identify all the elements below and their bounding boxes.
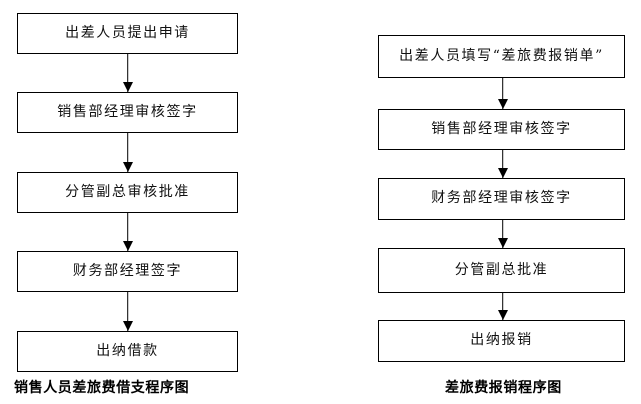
arrow-head [122,162,133,172]
arrow-down-icon [496,78,509,109]
arrow-shaft [501,150,504,178]
arrow-head [497,99,508,109]
process-node[interactable]: 销售部经理审核签字 [17,92,238,133]
arrow-down-icon [121,213,134,251]
arrow-head [122,241,133,251]
process-node-label: 财务部经理审核签字 [431,190,572,207]
process-node-label: 销售部经理审核签字 [57,103,198,120]
arrow-shaft [501,78,504,109]
arrow-shaft [126,133,129,172]
process-node[interactable]: 出纳报销 [378,320,625,362]
arrow-head [497,310,508,320]
process-node-label: 出纳借款 [96,342,159,359]
arrow-shaft [126,54,129,92]
diagram-caption: 销售人员差旅费借支程序图 [14,380,190,396]
process-node-label: 分管副总批准 [454,261,549,278]
process-node[interactable]: 分管副总审核批准 [17,172,238,213]
arrow-head [497,168,508,178]
arrow-head [122,321,133,331]
arrow-shaft [126,292,129,331]
process-node-label: 分管副总审核批准 [65,183,190,200]
arrow-shaft [501,293,504,320]
process-node[interactable]: 出差人员填写“差旅费报销单” [378,35,625,78]
arrow-head [497,238,508,248]
process-node[interactable]: 出差人员提出申请 [17,13,238,54]
process-node-label: 出差人员提出申请 [65,24,190,41]
process-node[interactable]: 出纳借款 [17,331,238,372]
process-node-label: 财务部经理签字 [72,262,183,279]
diagram-caption: 差旅费报销程序图 [445,380,562,396]
arrow-down-icon [496,293,509,320]
process-node-label: 出差人员填写“差旅费报销单” [399,47,604,64]
arrow-shaft [501,220,504,248]
arrow-shaft [126,213,129,251]
process-node[interactable]: 财务部经理签字 [17,251,238,292]
arrow-down-icon [496,220,509,248]
process-node[interactable]: 销售部经理审核签字 [378,109,625,150]
arrow-down-icon [121,292,134,331]
arrow-down-icon [121,54,134,92]
arrow-head [122,82,133,92]
process-node-label: 销售部经理审核签字 [431,120,572,137]
process-node[interactable]: 财务部经理审核签字 [378,178,625,220]
process-node-label: 出纳报销 [470,332,533,349]
process-node[interactable]: 分管副总批准 [378,248,625,293]
arrow-down-icon [121,133,134,172]
arrow-down-icon [496,150,509,178]
